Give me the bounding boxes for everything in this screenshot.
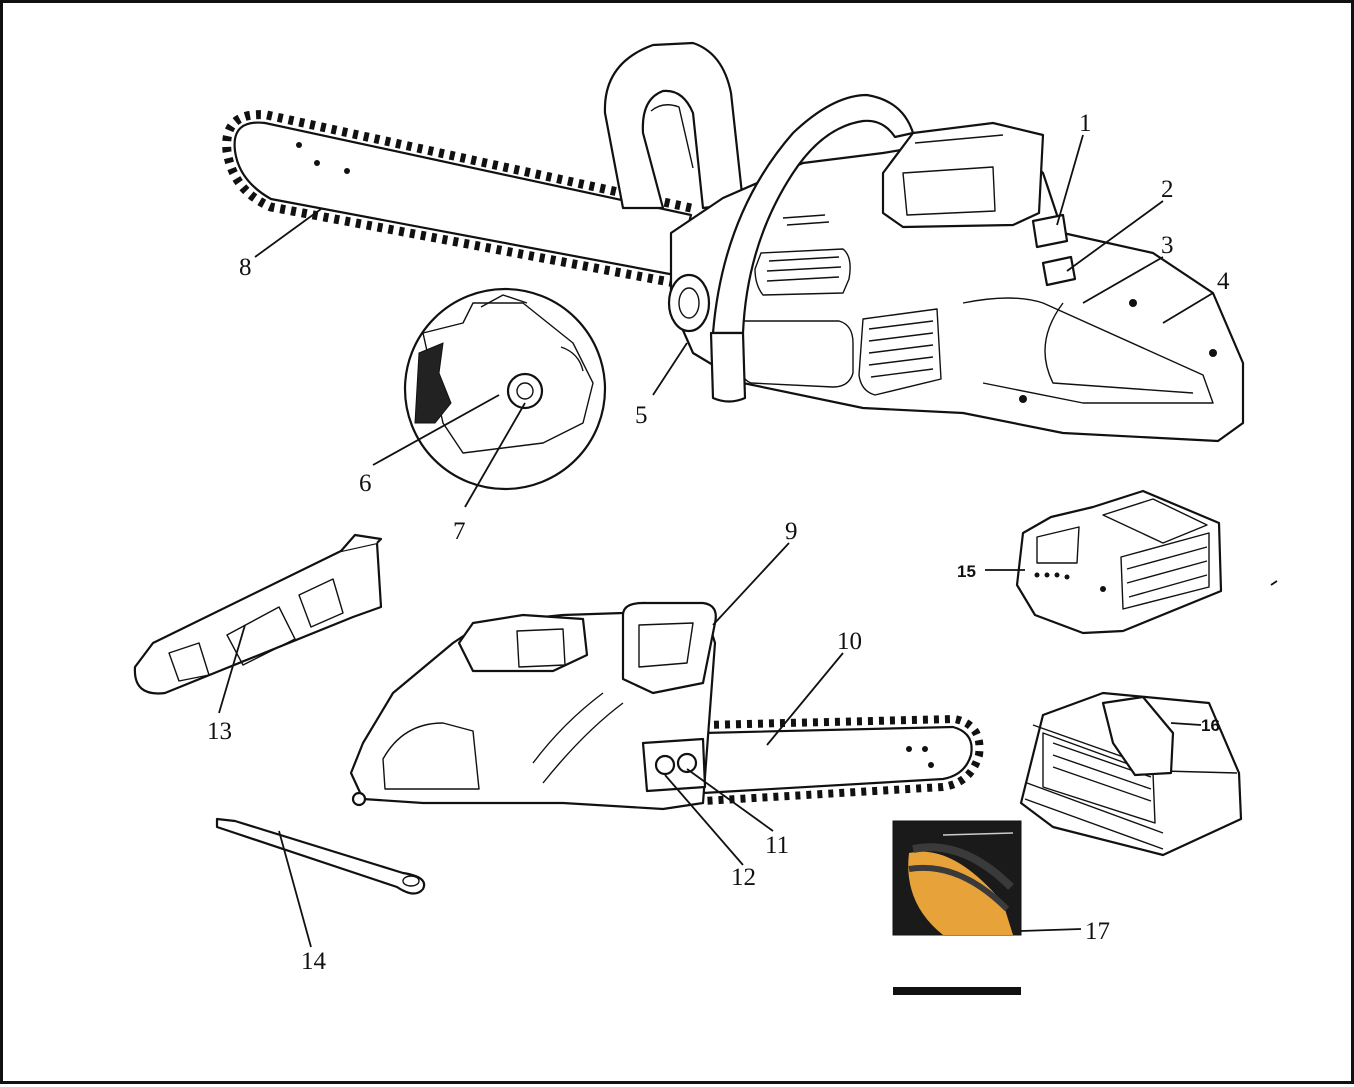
label-14: 14 — [301, 948, 327, 975]
label-12: 12 — [731, 864, 756, 891]
guide-bar-top — [222, 110, 693, 288]
guide-bar-bottom — [701, 714, 984, 805]
label-2: 2 — [1161, 176, 1174, 203]
battery-pack-top — [881, 121, 1045, 229]
label-3: 3 — [1161, 232, 1174, 259]
detail-inset — [403, 287, 607, 491]
label-17: 17 — [1085, 918, 1110, 945]
manual-underline — [893, 987, 1021, 995]
front-handle — [603, 41, 745, 210]
label-8: 8 — [239, 254, 252, 281]
screwdriver-wrench — [215, 817, 426, 895]
label-9: 9 — [785, 518, 798, 545]
label-4: 4 — [1217, 268, 1230, 295]
battery-pack — [1015, 489, 1223, 635]
label-16: 16 — [1201, 716, 1220, 735]
hand-guard — [709, 93, 915, 403]
label-6: 6 — [359, 470, 372, 497]
bar-cover — [133, 533, 383, 695]
sprocket-cover-knob — [667, 273, 711, 333]
label-11: 11 — [765, 832, 789, 859]
battery-charger — [1019, 691, 1243, 857]
leader-lines — [218, 134, 1278, 948]
user-manual — [892, 820, 1022, 936]
part-number-labels: 1 2 3 4 5 6 7 8 9 10 11 12 13 14 15 16 1… — [207, 110, 1230, 975]
label-10: 10 — [837, 628, 862, 655]
motor-housing — [669, 141, 1245, 443]
label-15: 15 — [957, 562, 976, 581]
label-5: 5 — [635, 402, 648, 429]
battery-pack-side — [457, 613, 589, 673]
label-7: 7 — [453, 518, 466, 545]
chainsaw-parts-illustration: 1 2 3 4 5 6 7 8 9 10 11 12 13 14 15 16 1… — [133, 41, 1278, 995]
front-handle-side — [621, 601, 717, 695]
chainsaw-top-view — [222, 41, 1245, 443]
chainsaw-side-view — [349, 601, 984, 811]
label-1: 1 — [1079, 110, 1092, 137]
label-13: 13 — [207, 718, 232, 745]
